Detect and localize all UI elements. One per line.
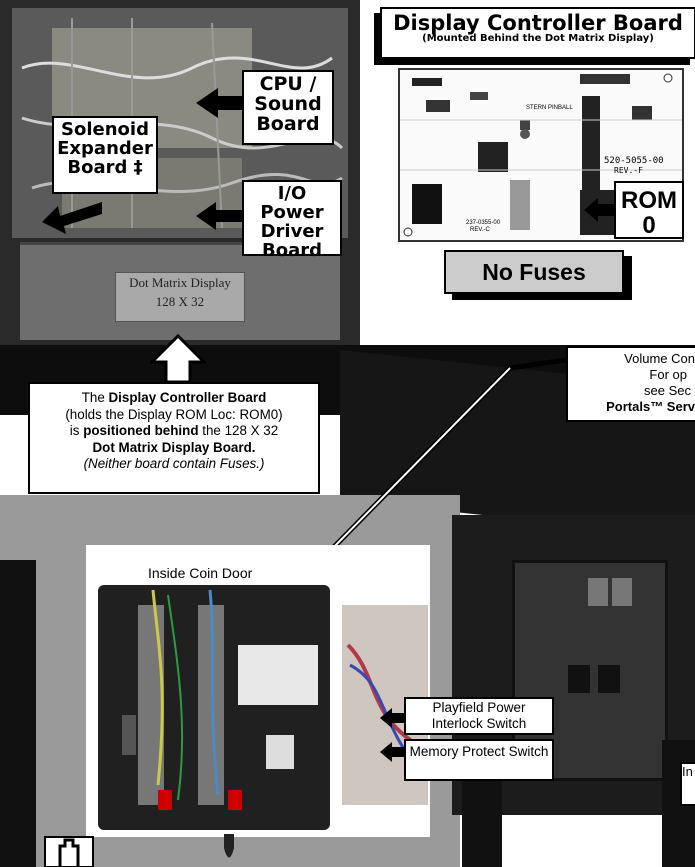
volume-line-1: Volume Con (624, 351, 695, 366)
coin-return-2 (598, 665, 620, 693)
dmd-label-line2: 128 X 32 (155, 294, 205, 309)
display-controller-subtitle: (Mounted Behind the Dot Matrix Display) (422, 33, 654, 45)
callout-line-3: is positioned behind the 128 X 32 (69, 423, 279, 439)
rom-0-label: ROM 0 (614, 181, 684, 239)
inside-coin-door-title: Inside Coin Door (148, 565, 253, 581)
memory-protect-arrow-icon (380, 742, 406, 762)
board-revision: REV.-F (614, 166, 643, 175)
dmd-label-line1: Dot Matrix Display (129, 275, 231, 290)
board-maker-text: STERN PINBALL (526, 105, 573, 111)
volume-line-4: Portals™ Serv (606, 399, 695, 414)
coin-slot-1 (588, 578, 608, 606)
inside-coin-door-photo: Inside Coin Door Playfield Power Interlo… (86, 545, 554, 837)
volume-callout: Volume Con For op see Sec Portals™ Serv (566, 346, 695, 422)
callout-line-2: (holds the Display ROM Loc: ROM0) (65, 406, 283, 422)
board-pcb-rev: REV.-C (470, 227, 490, 233)
no-fuses-label: No Fuses (444, 250, 624, 294)
display-controller-callout: The Display Controller Board (holds the … (28, 382, 320, 494)
io-power-driver-label: I/O Power Driver Board (242, 180, 342, 260)
cpu-sound-board-label: CPU / Sound Board (242, 70, 334, 145)
display-controller-title: Display Controller Board (Mounted Behind… (380, 7, 695, 59)
coin-return-1 (568, 665, 590, 693)
playfield-interlock-arrow-icon (380, 708, 406, 728)
callout-line-1: The Display Controller Board (81, 390, 267, 405)
volume-line-2: For op (649, 367, 687, 382)
solenoid-arrow-icon (42, 202, 102, 234)
playfield-interlock-label: Playfield Power Interlock Switch (404, 697, 554, 735)
callout-line-5: (Neither board contain Fuses.) (83, 456, 265, 472)
callout-line-4: Dot Matrix Display Board. (92, 439, 256, 455)
probe-icon (224, 834, 234, 858)
board-part-number: 520-5055-00 (604, 156, 664, 166)
volume-line-3: see Sec (644, 383, 691, 398)
service-outlet-icon (44, 836, 94, 867)
coin-door-hardware-graphic (122, 589, 428, 810)
memory-protect-label: Memory Protect Switch (404, 739, 554, 781)
solenoid-expander-label: Solenoid Expander Board ‡ (52, 116, 158, 194)
cabinet-leg-left (0, 560, 36, 867)
io-arrow-icon (196, 202, 242, 230)
cabinet-leg-right (462, 770, 502, 867)
coin-slot-2 (612, 578, 632, 606)
rom-arrow-icon (584, 198, 616, 222)
board-components-graphic (400, 73, 682, 237)
dmd-plate: Dot Matrix Display 128 X 32 (115, 272, 245, 322)
board-pcb-number: 237-0355-00 (466, 220, 501, 226)
display-controller-title-text: Display Controller Board (393, 11, 683, 35)
cpu-arrow-icon (196, 88, 242, 118)
cut-off-label: In (680, 762, 695, 806)
